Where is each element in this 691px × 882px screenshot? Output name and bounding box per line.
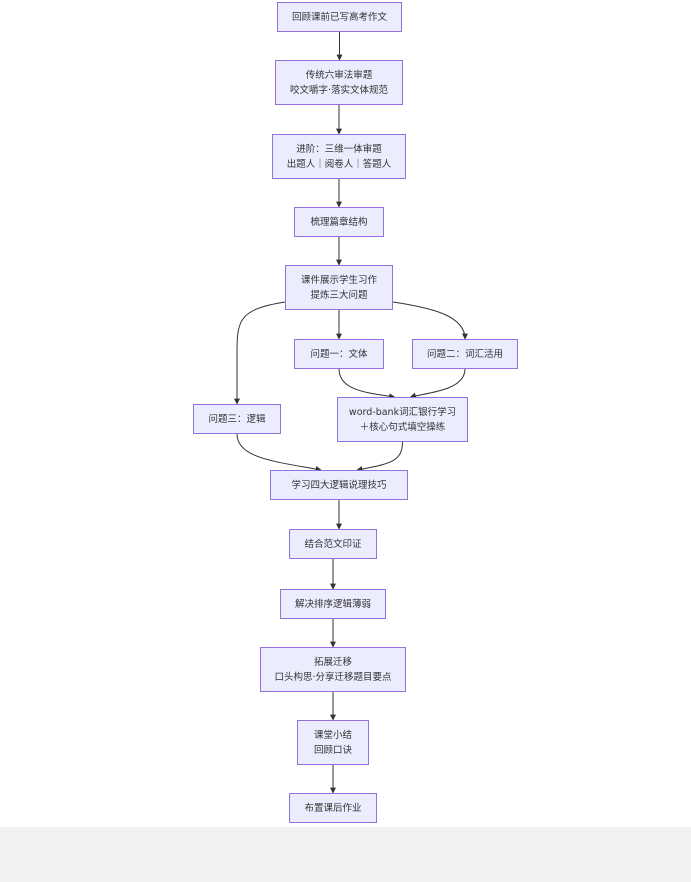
- flow-node-label: word-bank词汇银行学习: [348, 406, 457, 418]
- flow-node-n4: 梳理篇章结构: [294, 207, 384, 237]
- flow-node-label: 口头构思·分享迁移题目要点: [274, 671, 392, 683]
- flow-node-label: 结合范文印证: [304, 538, 362, 550]
- flow-node-label: 解决排序逻辑薄弱: [294, 598, 371, 610]
- flow-edge-n6-n9: [338, 368, 396, 400]
- flow-node-n15: 布置课后作业: [289, 793, 377, 823]
- flowchart-edges: [234, 32, 468, 794]
- flow-node-n5: 课件展示学生习作提炼三大问题: [285, 265, 393, 310]
- flow-node-label: 提炼三大问题: [310, 289, 368, 301]
- flow-node-label: 问题一：文体: [310, 348, 368, 360]
- flow-node-label: 传统六审法审题: [305, 69, 373, 81]
- flow-edge-n5-n8: [234, 301, 286, 405]
- flow-node-n13: 拓展迁移口头构思·分享迁移题目要点: [260, 647, 406, 692]
- flow-node-label: ＋核心句式填空操练: [359, 421, 446, 433]
- flow-edge-n8-n10: [236, 433, 322, 472]
- flow-node-label: 问题二：词汇活用: [426, 348, 503, 360]
- flowchart-canvas: 回顾课前已写高考作文传统六审法审题咬文嚼字·落实文体规范进阶：三维一体审题出题人…: [193, 2, 518, 823]
- flow-node-n8: 问题三：逻辑: [193, 404, 281, 434]
- flow-node-label: 拓展迁移: [313, 656, 352, 668]
- flow-node-label: 回顾口诀: [313, 744, 352, 756]
- flow-node-label: 课堂小结: [313, 729, 352, 741]
- flow-node-n2: 传统六审法审题咬文嚼字·落实文体规范: [275, 60, 403, 105]
- flow-node-n1: 回顾课前已写高考作文: [277, 2, 402, 32]
- flow-node-n3: 进阶：三维一体审题出题人｜阅卷人｜答题人: [272, 134, 406, 179]
- flow-node-n7: 问题二：词汇活用: [412, 339, 518, 369]
- flow-node-n14: 课堂小结回顾口诀: [297, 720, 369, 765]
- flow-node-label: 课件展示学生习作: [300, 274, 377, 286]
- flow-node-label: 咬文嚼字·落实文体规范: [289, 84, 389, 96]
- flow-node-label: 学习四大逻辑说理技巧: [291, 479, 387, 491]
- flow-node-n9: word-bank词汇银行学习 ＋核心句式填空操练: [337, 397, 468, 442]
- flow-node-label: 问题三：逻辑: [208, 413, 266, 425]
- page-footer: [0, 827, 691, 882]
- flow-node-n12: 解决排序逻辑薄弱: [280, 589, 386, 619]
- flow-node-n6: 问题一：文体: [294, 339, 384, 369]
- flow-edge-n7-n9: [409, 368, 466, 399]
- flow-edge-n9-n10: [356, 441, 403, 472]
- flow-node-n10: 学习四大逻辑说理技巧: [270, 470, 408, 500]
- flow-node-label: 梳理篇章结构: [310, 216, 368, 228]
- flow-node-n11: 结合范文印证: [289, 529, 377, 559]
- flow-node-label: 回顾课前已写高考作文: [291, 11, 387, 23]
- flow-node-label: 出题人｜阅卷人｜答题人: [286, 158, 392, 170]
- flow-node-label: 布置课后作业: [304, 802, 362, 814]
- flow-edge-n5-n7: [392, 301, 468, 340]
- flow-node-label: 进阶：三维一体审题: [296, 143, 382, 155]
